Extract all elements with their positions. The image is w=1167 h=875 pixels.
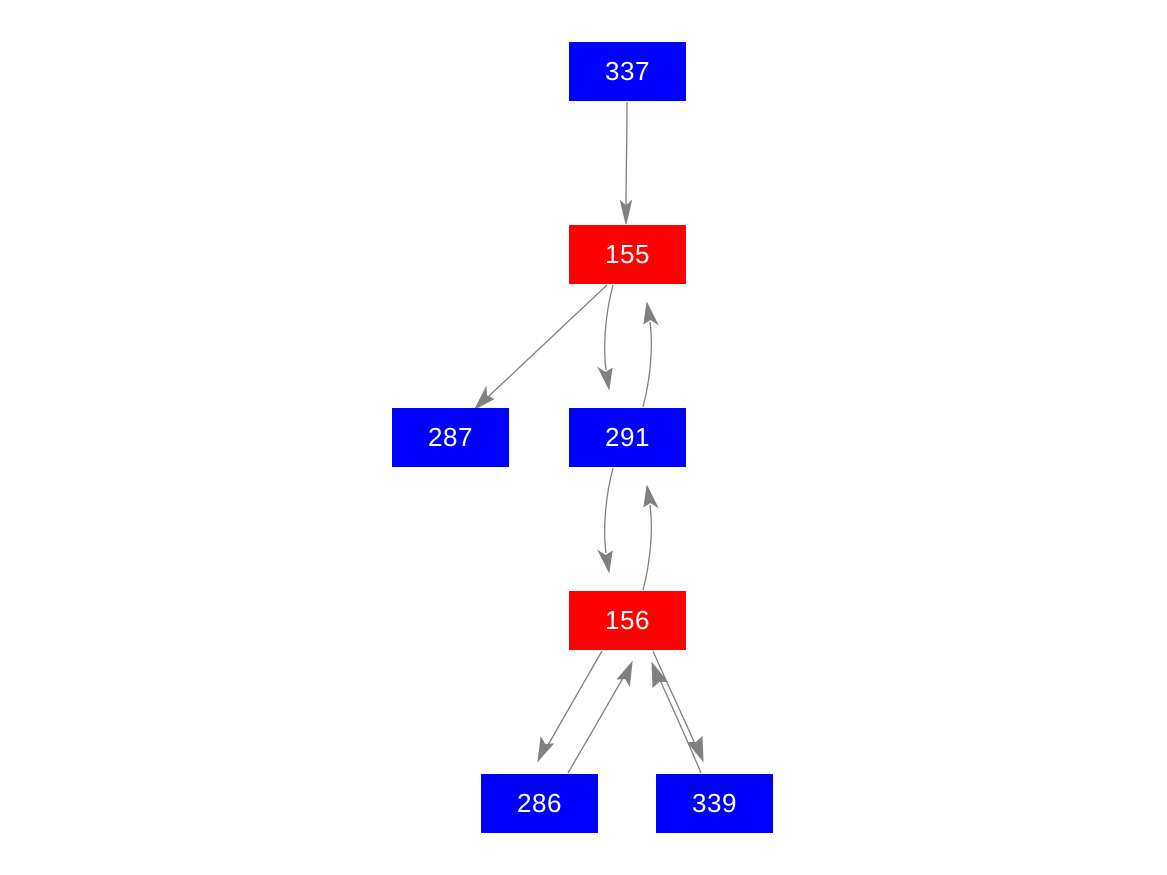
edge-337-155-arrowhead-icon: [619, 199, 633, 225]
graph-node-291[interactable]: 291: [569, 408, 686, 467]
graph-node-156[interactable]: 156: [569, 591, 686, 650]
edge-286-156: [567, 660, 633, 774]
edge-155-287-arrowhead-icon: [473, 385, 495, 411]
edge-155-287-line: [488, 284, 608, 397]
edge-291-156-arrowhead-icon: [597, 549, 613, 574]
edge-339-156: [651, 661, 702, 774]
graph-node-286[interactable]: 286: [481, 774, 598, 833]
edge-156-286-line: [547, 650, 603, 746]
edge-155-291-arrowhead-icon: [597, 366, 613, 391]
edge-286-156-line: [567, 677, 624, 774]
graph-node-label-339: 339: [692, 787, 737, 818]
edge-291-155: [642, 301, 659, 408]
edge-155-291-line: [604, 284, 614, 371]
edge-156-291: [642, 484, 659, 591]
graph-node-339[interactable]: 339: [656, 774, 773, 833]
edge-155-291: [597, 284, 614, 391]
graph-node-label-286: 286: [517, 787, 562, 818]
edge-291-156: [597, 467, 614, 574]
edge-286-156-arrowhead-icon: [616, 660, 633, 688]
graph-node-label-155: 155: [605, 238, 650, 269]
edge-339-156-arrowhead-icon: [651, 661, 669, 689]
edge-156-339-line: [652, 650, 696, 745]
graph-node-label-287: 287: [428, 421, 473, 452]
edge-291-155-line: [642, 321, 652, 408]
edge-156-291-line: [642, 504, 652, 591]
edge-156-286-arrowhead-icon: [537, 735, 555, 763]
graph-node-label-291: 291: [605, 421, 650, 452]
edge-156-339-arrowhead-icon: [686, 735, 704, 763]
graph-node-label-337: 337: [605, 55, 650, 86]
graph-node-287[interactable]: 287: [392, 408, 509, 467]
edge-291-156-line: [604, 467, 614, 554]
graph-node-337[interactable]: 337: [569, 42, 686, 101]
edge-156-339: [652, 650, 704, 763]
edge-291-155-arrowhead-icon: [643, 301, 659, 326]
edge-337-155: [619, 101, 633, 225]
edge-339-156-line: [659, 679, 702, 774]
edge-156-286: [537, 650, 603, 763]
graph-node-label-156: 156: [605, 604, 650, 635]
graph-node-155[interactable]: 155: [569, 225, 686, 284]
edge-155-287: [473, 284, 608, 411]
edge-156-291-arrowhead-icon: [643, 484, 659, 509]
edge-337-155-line: [625, 101, 628, 206]
